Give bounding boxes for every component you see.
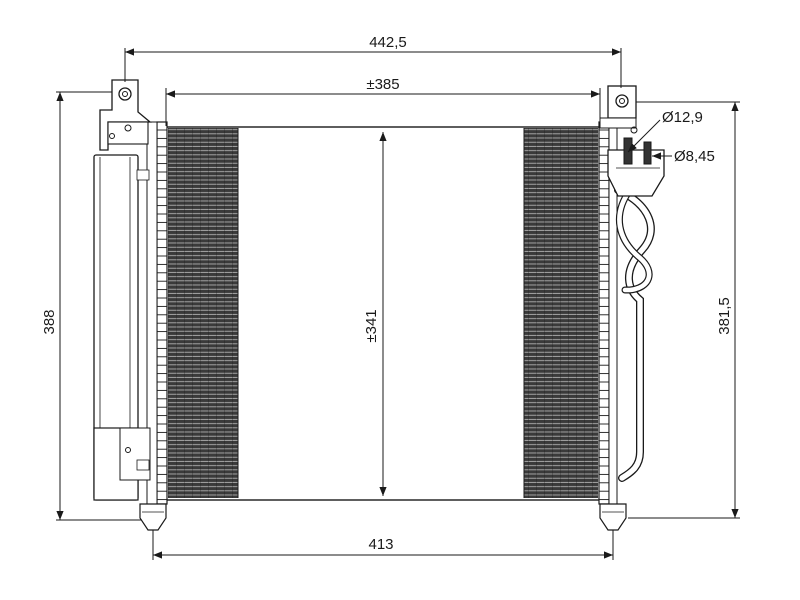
refrigerant-pipes bbox=[607, 126, 665, 482]
left-fin-block bbox=[168, 128, 238, 498]
pipe-diameter-small-label: Ø8,45 bbox=[674, 148, 715, 165]
dimension-core-width: ±385 bbox=[165, 76, 601, 126]
right-height-label: 381,5 bbox=[716, 297, 733, 335]
dimension-right-height: 381,5 bbox=[628, 101, 740, 519]
dimension-bottom-width: 413 bbox=[152, 530, 614, 560]
bottom-width-label: 413 bbox=[368, 536, 393, 553]
dimension-left-height: 388 bbox=[41, 91, 142, 521]
left-foot bbox=[139, 503, 167, 531]
core-width-label: ±385 bbox=[366, 76, 399, 93]
right-foot bbox=[599, 503, 627, 531]
dimension-overall-width: 442,5 bbox=[124, 34, 622, 88]
receiver-drier bbox=[93, 154, 151, 501]
dimension-core-height: ±341 bbox=[363, 132, 387, 496]
pipe-diameter-large-label: Ø12,9 bbox=[662, 109, 703, 126]
overall-width-label: 442,5 bbox=[369, 34, 407, 51]
condenser-core bbox=[165, 126, 601, 501]
left-mounting-bracket bbox=[99, 79, 152, 151]
pipe-diameter-callouts: Ø12,9 Ø8,45 bbox=[627, 109, 715, 165]
left-height-label: 388 bbox=[41, 309, 58, 334]
core-height-label: ±341 bbox=[363, 309, 380, 342]
right-fin-block bbox=[524, 128, 598, 498]
right-mounting-bracket bbox=[599, 85, 637, 129]
